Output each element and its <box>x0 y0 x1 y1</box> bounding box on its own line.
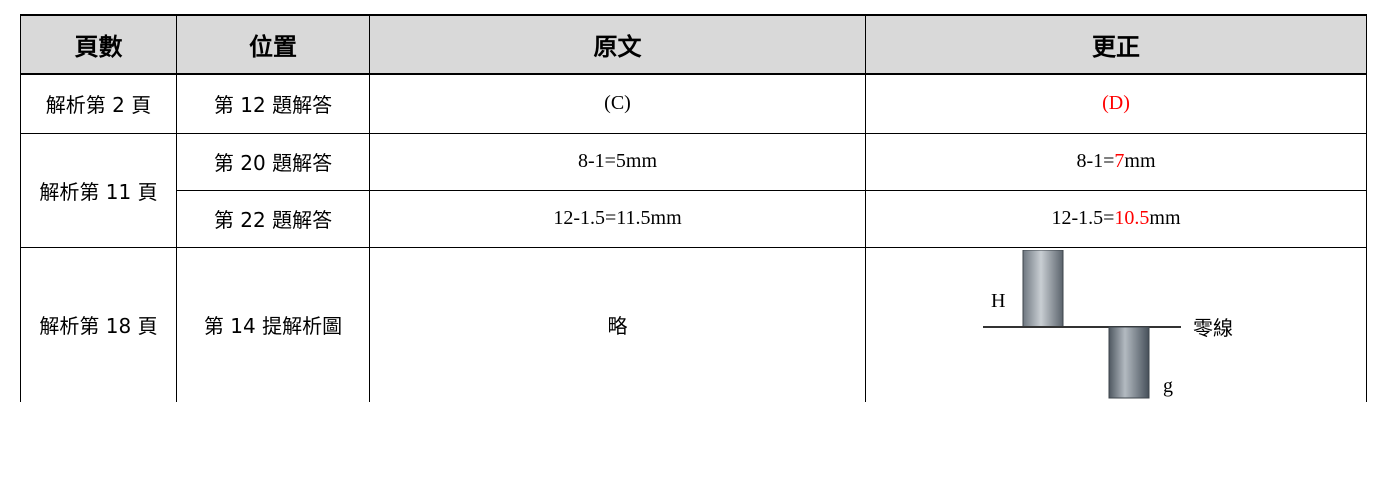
table-row: 第 22 題解答 12-1.5=11.5mm 12-1.5=10.5mm <box>21 189 1367 248</box>
header-correction: 更正 <box>865 14 1367 75</box>
correction-text: 12-1.5= <box>1051 207 1115 229</box>
tolerance-diagram: H 零線 g <box>983 249 1233 399</box>
original-cell: 12-1.5=11.5mm <box>369 189 866 248</box>
correction-cell: H 零線 g <box>865 246 1367 402</box>
correction-highlight: 10.5 <box>1114 207 1150 229</box>
header-position: 位置 <box>176 14 370 75</box>
hole-tolerance-zone <box>1022 249 1064 328</box>
correction-unit: mm <box>1149 207 1181 229</box>
page-cell: 解析第 18 頁 <box>20 246 177 402</box>
label-h: H <box>991 290 1005 312</box>
header-row: 頁數 位置 原文 更正 <box>20 14 1367 75</box>
table-row: 解析第 2 頁 第 12 題解答 (C) (D) <box>20 73 1367 134</box>
label-g: g <box>1163 375 1173 397</box>
position-cell: 第 14 提解析圖 <box>176 246 370 402</box>
original-cell: 略 <box>369 246 866 402</box>
position-cell: 第 12 題解答 <box>176 73 370 134</box>
correction-cell: 8-1=7mm <box>865 132 1367 191</box>
position-cell: 第 20 題解答 <box>176 132 370 191</box>
page-cell: 解析第 11 頁 <box>20 132 177 248</box>
header-original: 原文 <box>369 14 866 75</box>
page-cell: 解析第 2 頁 <box>20 73 177 134</box>
position-cell: 第 22 題解答 <box>176 189 370 248</box>
original-cell: (C) <box>369 73 866 134</box>
label-zero-line: 零線 <box>1193 316 1233 340</box>
correction-text: 8-1= <box>1076 150 1115 172</box>
table-row: 解析第 11 頁 第 20 題解答 8-1=5mm 8-1=7mm <box>20 132 1367 248</box>
correction-cell: 12-1.5=10.5mm <box>865 189 1367 248</box>
header-page: 頁數 <box>20 14 177 75</box>
original-cell: 8-1=5mm <box>369 132 866 191</box>
shaft-tolerance-zone <box>1108 326 1150 399</box>
table-row: 解析第 18 頁 第 14 提解析圖 略 <box>20 246 1367 402</box>
correction-highlight: 7 <box>1114 150 1125 172</box>
correction-unit: mm <box>1124 150 1156 172</box>
correction-cell: (D) <box>865 73 1367 134</box>
errata-table: 頁數 位置 原文 更正 解析第 2 頁 第 12 題解答 (C) (D) 解析第… <box>20 14 1367 402</box>
